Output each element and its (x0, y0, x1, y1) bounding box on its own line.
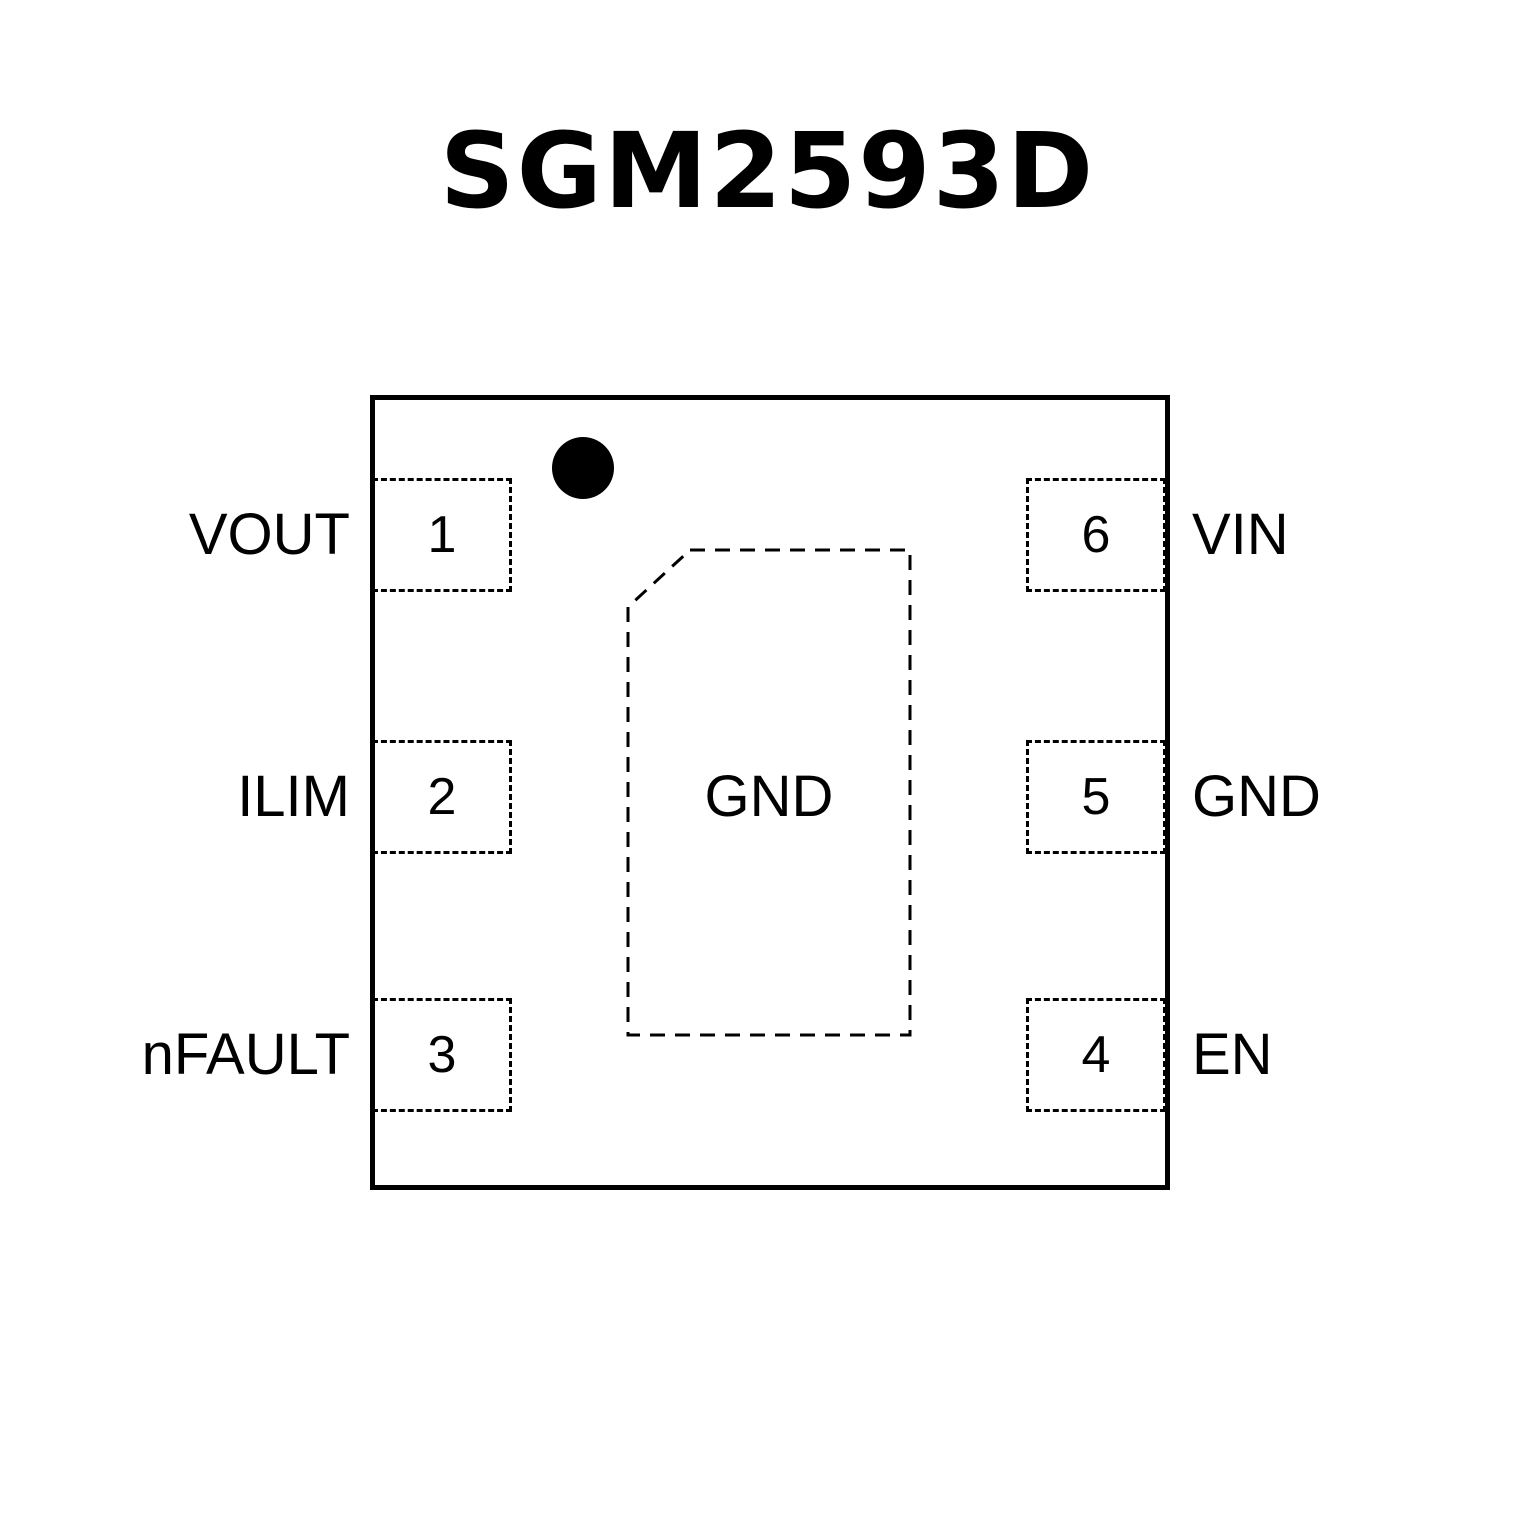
thermal-pad (626, 548, 912, 1037)
pin-label-gnd: GND (1192, 764, 1321, 829)
chip-package-outline (370, 395, 1170, 1190)
pin-box-2: 2 (372, 740, 512, 854)
pin-number-2: 2 (427, 768, 457, 826)
pin-label-ilim: ILIM (237, 764, 350, 829)
pin-box-3: 3 (372, 998, 512, 1112)
pin-box-5: 5 (1026, 740, 1166, 854)
pin-box-6: 6 (1026, 478, 1166, 592)
pin-label-vin: VIN (1192, 502, 1289, 567)
pin-number-4: 4 (1081, 1026, 1111, 1084)
pin-label-en: EN (1192, 1022, 1273, 1087)
pin-number-6: 6 (1081, 506, 1111, 564)
thermal-pad-outline (626, 548, 912, 1037)
pin-box-4: 4 (1026, 998, 1166, 1112)
part-number-title: SGM2593D (439, 110, 1096, 232)
pin-label-nfault: nFAULT (141, 1022, 350, 1087)
pin-label-vout: VOUT (188, 502, 350, 567)
pin-box-1: 1 (372, 478, 512, 592)
pin-number-5: 5 (1081, 768, 1111, 826)
thermal-pad-label: GND (704, 764, 834, 829)
pin-number-1: 1 (427, 506, 457, 564)
pin-number-3: 3 (427, 1026, 457, 1084)
pin1-marker-dot (552, 437, 614, 499)
